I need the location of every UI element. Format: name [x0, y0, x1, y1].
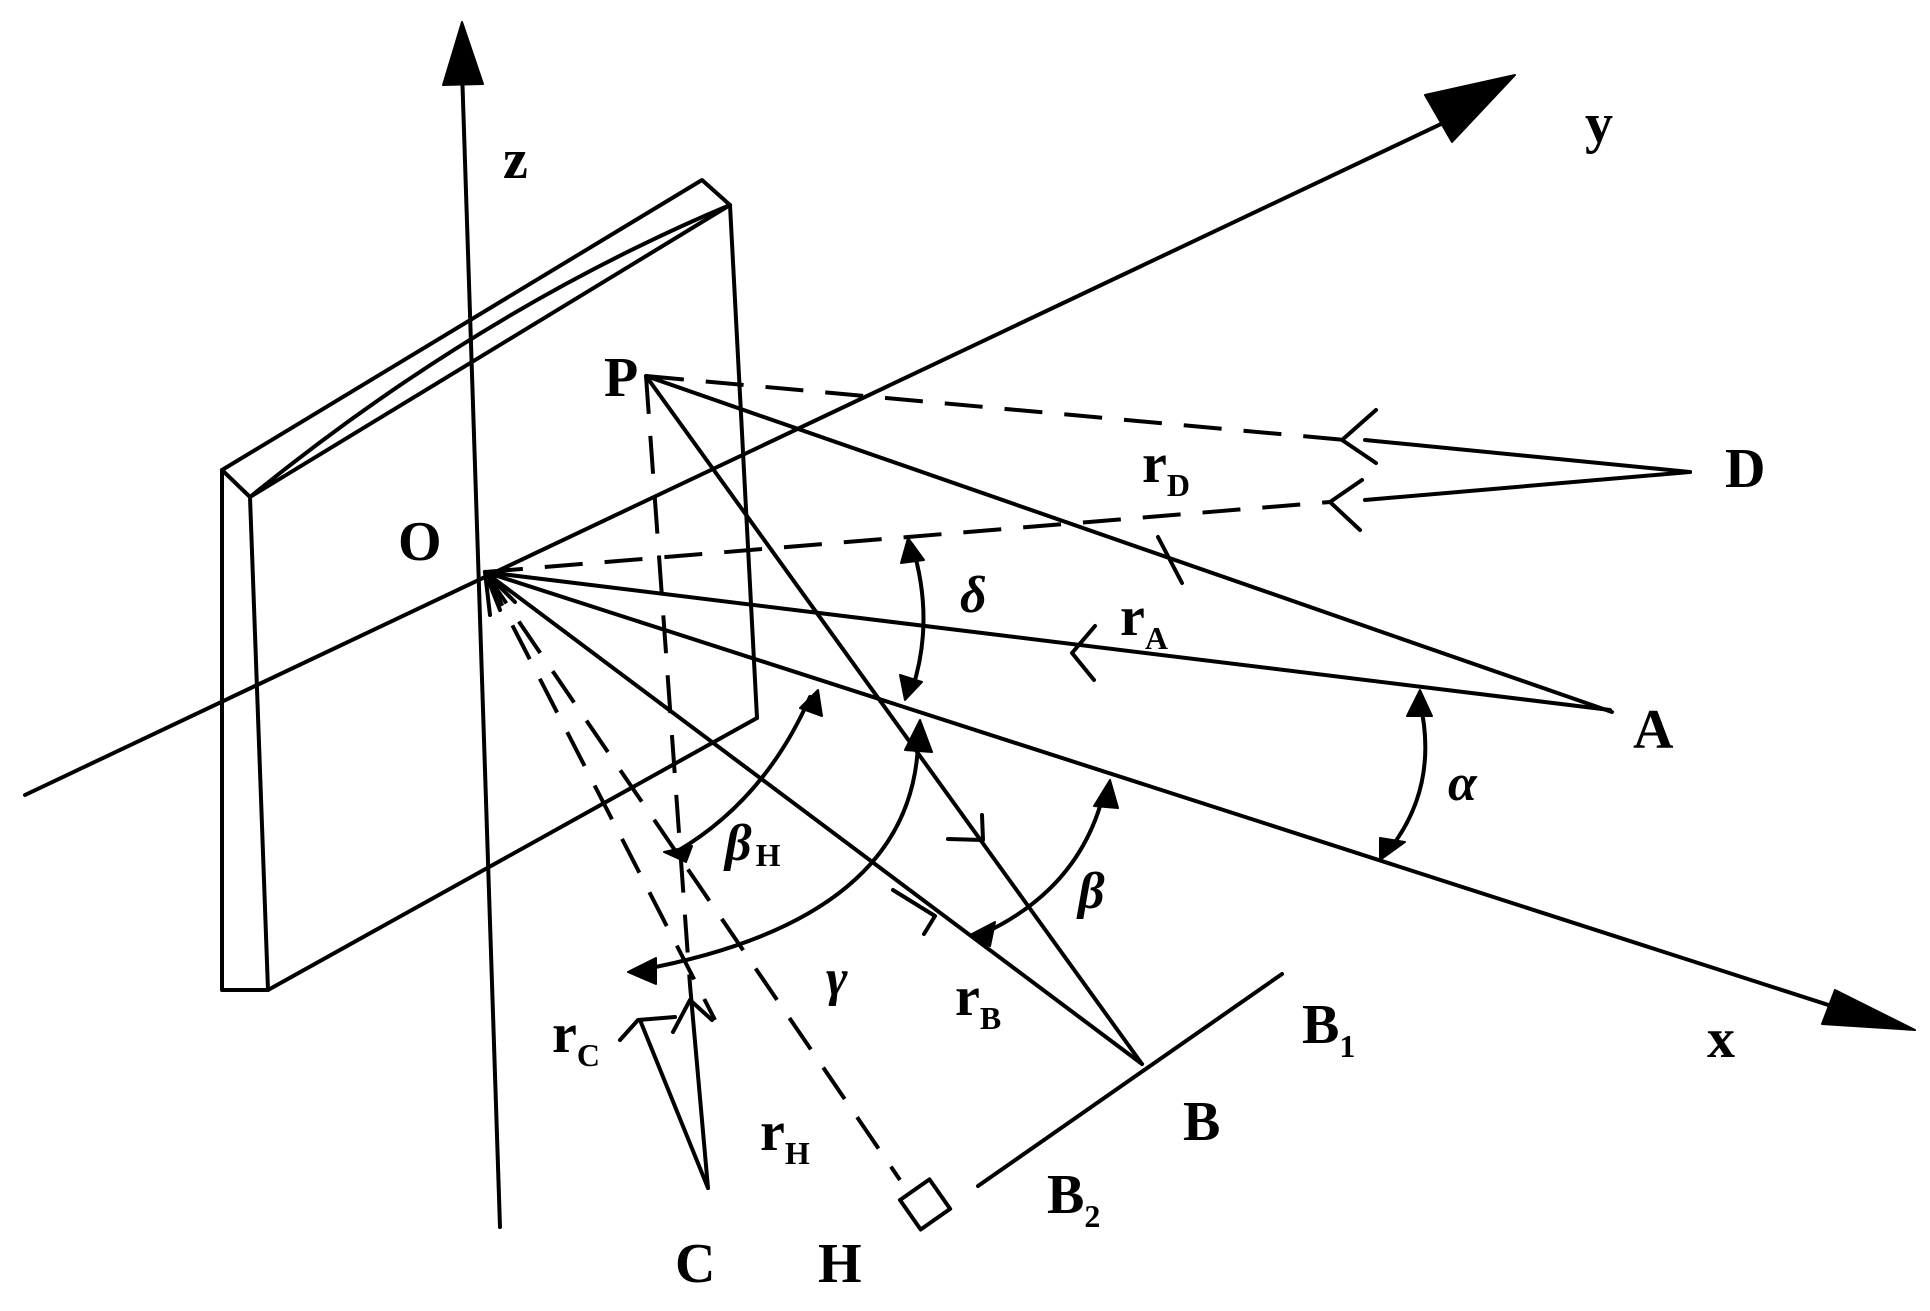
axis-label-y: y	[1585, 93, 1613, 155]
vector-label-rH-base: r	[760, 1101, 785, 1163]
point-label-B1-sub: 1	[1339, 1028, 1355, 1064]
vector-label-rC: rC	[552, 1003, 600, 1073]
vector-label-rA-base: r	[1120, 586, 1145, 648]
vector-label-rA: rA	[1120, 586, 1168, 656]
line-B1-B2	[976, 972, 1284, 1188]
vector-label-rD-base: r	[1142, 433, 1167, 495]
point-label-B1: B1	[1302, 994, 1355, 1064]
point-label-A: A	[1633, 699, 1674, 761]
point-label-H: H	[818, 1233, 862, 1295]
point-label-B2: B2	[1047, 1164, 1100, 1234]
angle-label-betaH-base: β	[723, 815, 752, 872]
axis-label-z: z	[503, 129, 528, 191]
angle-label-betaH-sub: H	[756, 837, 781, 873]
angle-label-beta: β	[1076, 863, 1105, 920]
point-label-B: B	[1183, 1091, 1220, 1153]
plate	[220, 178, 759, 992]
x-axis	[483, 570, 1916, 1031]
vector-label-rB-base: r	[955, 966, 980, 1028]
angle-label-delta: δ	[960, 567, 987, 624]
right-angle-marker	[898, 1177, 953, 1232]
arc-alpha	[1379, 689, 1433, 861]
point-label-B2-base: B	[1047, 1164, 1084, 1226]
vector-label-rD: rD	[1142, 433, 1190, 503]
arc-betaH	[663, 689, 823, 863]
vector-label-rB: rB	[955, 966, 1001, 1036]
ray-OA	[483, 570, 1612, 712]
vector-label-rD-sub: D	[1167, 467, 1190, 503]
point-label-C: C	[675, 1233, 715, 1295]
vector-label-rC-sub: C	[577, 1037, 600, 1073]
point-label-O: O	[398, 511, 442, 573]
vector-label-rB-sub: B	[980, 1000, 1001, 1036]
origin-fan	[483, 570, 517, 617]
arc-delta	[899, 537, 926, 701]
ray-DP	[1328, 408, 1692, 532]
point-label-D: D	[1725, 438, 1765, 500]
ray-C-P	[618, 983, 714, 1190]
axis-label-x: x	[1707, 1008, 1735, 1070]
ray-OB	[483, 570, 1144, 1066]
ray-PB	[644, 374, 1144, 1066]
vector-label-rH: rH	[760, 1101, 810, 1171]
vector-label-rH-sub: H	[785, 1135, 810, 1171]
angle-label-gamma: γ	[826, 950, 848, 1007]
vector-label-rC-base: r	[552, 1003, 577, 1065]
y-axis	[23, 74, 1516, 797]
dashed-lines	[483, 374, 1346, 1182]
z-axis	[442, 21, 502, 1229]
arc-beta	[969, 779, 1119, 947]
point-label-B2-sub: 2	[1084, 1198, 1100, 1234]
angle-label-alpha: α	[1448, 755, 1478, 812]
arc-gamma	[627, 719, 933, 985]
point-label-B1-base: B	[1302, 994, 1339, 1056]
vector-label-rA-sub: A	[1145, 620, 1168, 656]
point-label-P: P	[604, 347, 638, 409]
ray-PA	[644, 374, 1614, 714]
